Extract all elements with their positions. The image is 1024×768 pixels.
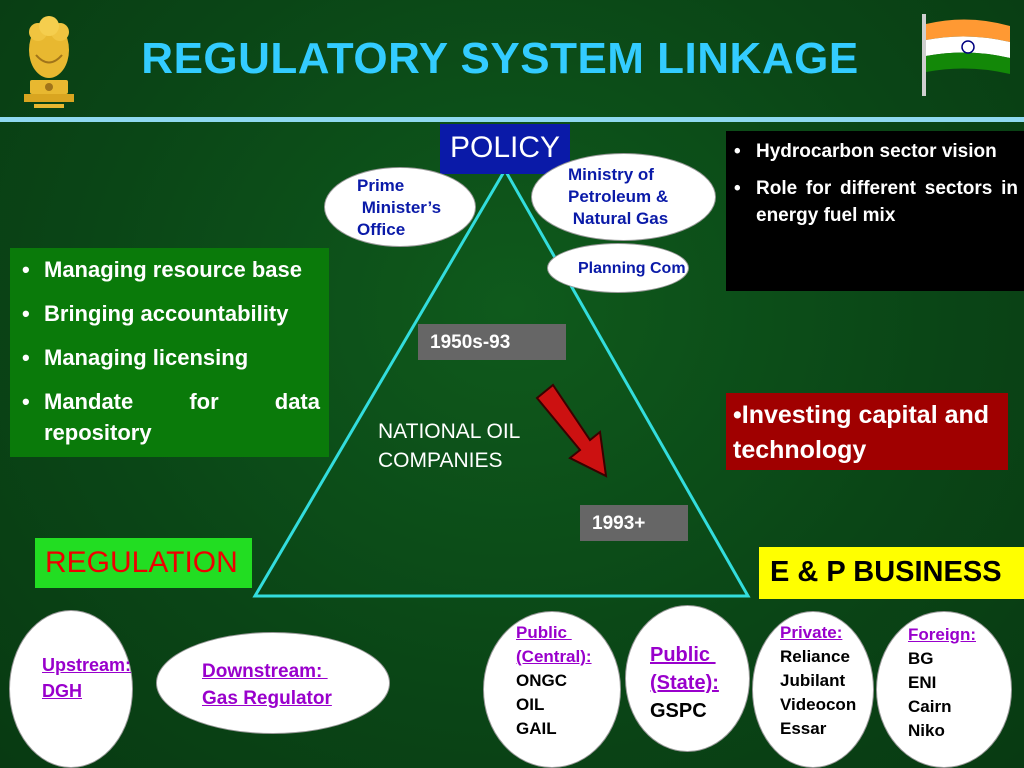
list-item: ENI	[908, 673, 937, 692]
planning-commission-label: Planning Com	[578, 260, 686, 277]
regulation-responsibilities-list: Managing resource base Bringing accounta…	[14, 254, 320, 461]
indian-flag-icon	[922, 14, 1010, 96]
national-oil-companies-label: NATIONAL OIL COMPANIES	[378, 420, 521, 472]
regulation-label-box	[35, 538, 252, 588]
list-item: Managing licensing	[14, 342, 320, 373]
national-emblem-icon	[24, 16, 74, 108]
policy-responsibilities-list: Hydrocarbon sector vision Role for diffe…	[726, 138, 1018, 239]
downstream-regulator-label: Downstream: Gas Regulator	[202, 661, 332, 709]
regulation-label: REGULATION	[45, 546, 238, 579]
business-role-label: •Investing capital and technology	[733, 401, 990, 464]
business-role-box	[726, 393, 1008, 470]
business-label: E & P BUSINESS	[770, 556, 1002, 588]
pmo-oval	[324, 167, 476, 247]
policy-label-box	[440, 124, 570, 174]
list-item: Essar	[780, 719, 827, 738]
mopng-oval	[531, 153, 716, 241]
era-1950s-93-label: 1950s-93	[418, 324, 566, 360]
list-item: Jubilant	[780, 671, 846, 690]
policy-label: POLICY	[450, 131, 561, 164]
list-item: OIL	[516, 695, 545, 714]
list-item: Managing resource base	[14, 254, 320, 285]
era-1993-plus-label: 1993+	[580, 505, 688, 541]
planning-commission-oval	[547, 243, 689, 293]
list-item: Role for different sectors in energy fue…	[726, 175, 1018, 229]
list-item: BG	[908, 649, 934, 668]
business-label-box	[759, 547, 1024, 599]
pmo-label: Prime Minister’s Office	[357, 176, 442, 239]
list-item: Mandate for data repository	[14, 386, 320, 448]
list-item: Videocon	[780, 695, 857, 714]
list-item: Niko	[908, 721, 945, 740]
title-divider	[0, 117, 1024, 122]
public-central-group: Public (Central): ONGC OIL GAIL	[516, 621, 592, 741]
private-group: Private: Reliance Jubilant Videocon Essa…	[780, 621, 856, 741]
list-item: GAIL	[516, 719, 557, 738]
upstream-regulator-oval	[9, 610, 133, 768]
mopng-label: Ministry of Petroleum & Natural Gas	[568, 165, 669, 228]
list-item: Bringing accountability	[14, 298, 320, 329]
public-state-group: Public (State): GSPC	[650, 641, 719, 725]
list-item: ONGC	[516, 671, 567, 690]
list-item: Hydrocarbon sector vision	[726, 138, 1018, 165]
list-item: GSPC	[650, 700, 707, 722]
list-item: Reliance	[780, 647, 850, 666]
public-central-oval	[483, 611, 621, 768]
list-item: Cairn	[908, 697, 952, 716]
foreign-group: Foreign: BG ENI Cairn Niko	[908, 623, 976, 743]
downstream-regulator-oval	[156, 632, 390, 734]
upstream-regulator-label: Upstream: DGH	[42, 655, 132, 701]
public-state-oval	[625, 605, 750, 752]
page-title: REGULATORY SYSTEM LINKAGE	[141, 34, 859, 83]
